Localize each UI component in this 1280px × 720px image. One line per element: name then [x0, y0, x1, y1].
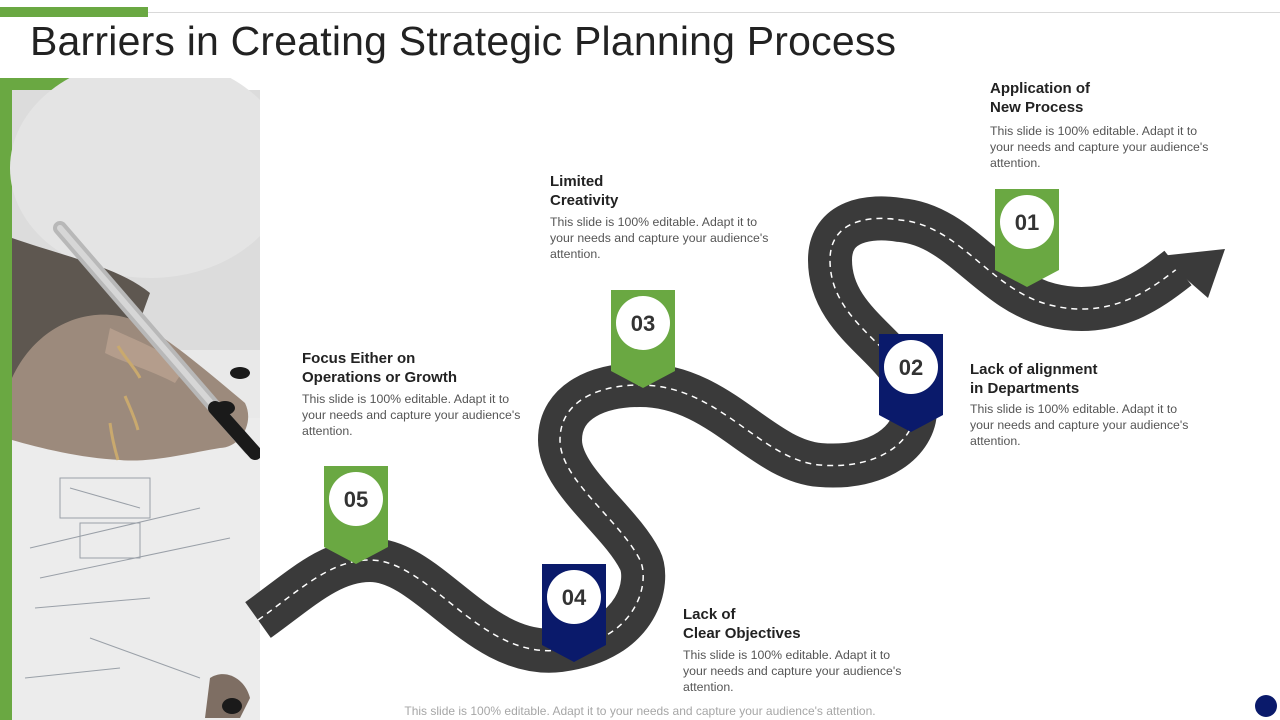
milestone-description-02: This slide is 100% editable. Adapt it to… [970, 402, 1189, 448]
top-accent-bar [0, 7, 148, 17]
milestone-marker-03: 03 [611, 290, 675, 388]
milestone-description-04: This slide is 100% editable. Adapt it to… [683, 648, 902, 694]
top-divider-line [148, 12, 1280, 13]
milestone-number-04: 04 [562, 585, 587, 610]
milestone-number-02: 02 [899, 355, 923, 380]
footer-note: This slide is 100% editable. Adapt it to… [404, 704, 876, 718]
milestone-marker-02: 02 [879, 334, 943, 432]
road-centerline [257, 217, 1179, 652]
page-title: Barriers in Creating Strategic Planning … [30, 18, 897, 64]
hand-writing-with-pen-image [0, 78, 260, 720]
milestone-marker-05: 05 [324, 466, 388, 564]
road-arrow-head-icon [1160, 249, 1225, 298]
milestone-description-03: This slide is 100% editable. Adapt it to… [550, 215, 769, 261]
page-indicator-dot [1255, 695, 1277, 717]
milestone-description-01: This slide is 100% editable. Adapt it to… [990, 124, 1209, 170]
milestone-number-01: 01 [1015, 210, 1039, 235]
milestone-marker-01: 01 [995, 189, 1059, 287]
milestone-number-03: 03 [631, 311, 655, 336]
milestone-description-05: This slide is 100% editable. Adapt it to… [302, 392, 521, 438]
milestone-number-05: 05 [344, 487, 368, 512]
milestone-marker-04: 04 [542, 564, 606, 662]
